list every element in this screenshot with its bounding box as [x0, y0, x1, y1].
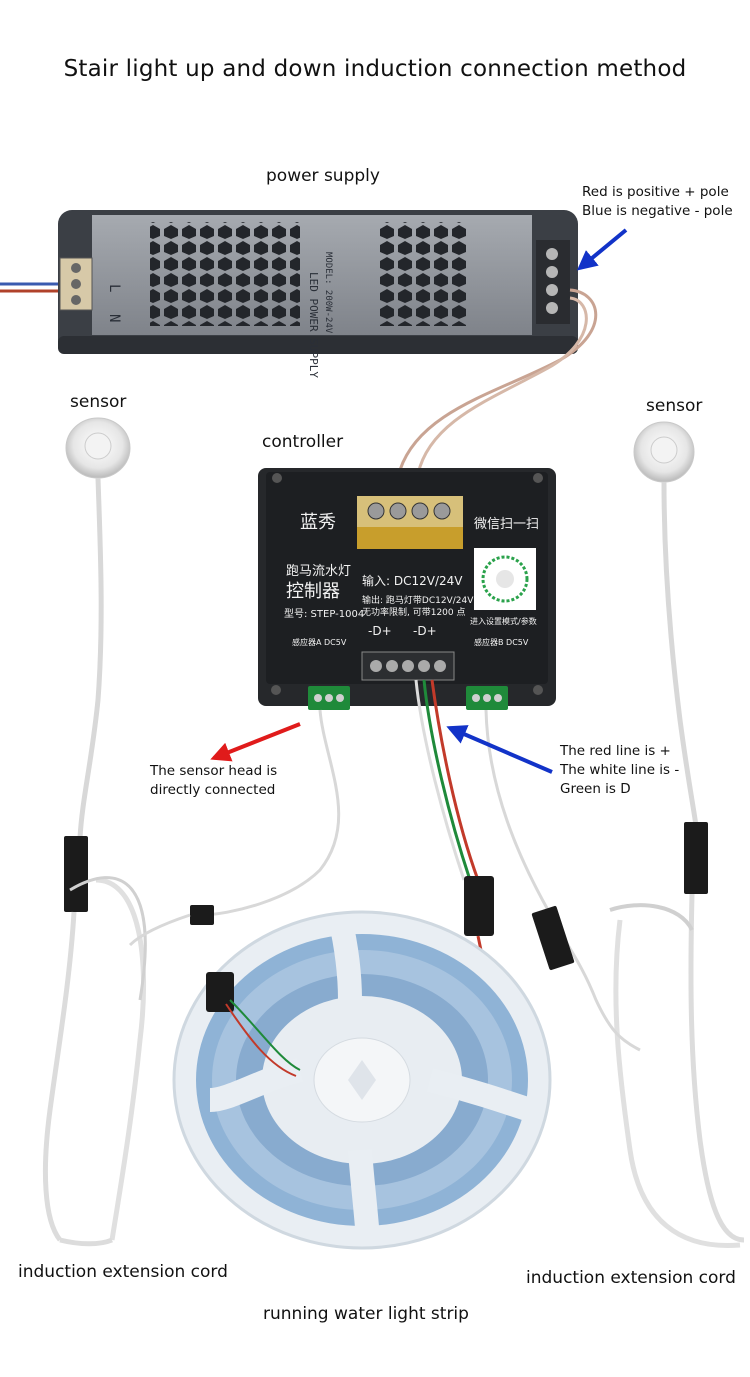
note-sensor-head-line-2: directly connected [150, 782, 276, 798]
controller-sensor-b-text: 感应器B DC5V [474, 637, 529, 647]
label-extension-right: induction extension cord [526, 1268, 736, 1288]
controller-name-text: 控制器 [286, 581, 340, 602]
note-wire-colors-line-3: Green is D [560, 781, 631, 797]
controller-output-text: 输出: 跑马灯带DC12V/24V [362, 594, 474, 606]
controller-sensor-a-text: 感应器A DC5V [292, 637, 347, 647]
controller-port-label: -D+ [368, 624, 392, 638]
label-sensor-right: sensor [646, 396, 703, 416]
controller-box: 蓝秀 跑马流水灯 控制器 型号: STEP-1004 输入: DC12V/24V… [258, 468, 556, 710]
psu-model-text: MODEL: 200W-24V [323, 252, 333, 334]
note-sensor-head-line-1: The sensor head is [150, 763, 278, 779]
note-sensor-head: The sensor head is directly connected [150, 762, 277, 800]
sensor-right [609, 421, 745, 1249]
note-wire-colors-line-1: The red line is + [560, 743, 671, 759]
arrow-red [210, 722, 301, 762]
controller-model-text: 型号: STEP-1004 [284, 607, 364, 620]
arrow-blue-polarity [576, 228, 628, 271]
label-extension-left: induction extension cord [18, 1262, 228, 1282]
psu-brand-text: LED POWER SUPPLY [307, 272, 320, 378]
psu-terminal-l: L [106, 284, 122, 292]
arrow-blue-wires [446, 725, 553, 774]
controller-scan-caption: 进入设置模式/参数 [470, 616, 537, 626]
label-sensor-left: sensor [70, 392, 127, 412]
note-wire-colors-line-2: The white line is - [560, 762, 680, 778]
note-polarity-line-1: Red is positive + pole [582, 184, 729, 200]
label-strip: running water light strip [263, 1304, 469, 1324]
controller-brand-text: 蓝秀 [300, 512, 336, 533]
controller-product-text: 跑马流水灯 [286, 564, 351, 579]
psu-terminal-n: N [106, 314, 122, 322]
controller-scan-text: 微信扫一扫 [474, 517, 539, 532]
controller-output-text-2: 无功率限制, 可带1200 点 [362, 606, 466, 618]
label-power-supply: power supply [266, 166, 380, 186]
note-polarity-line-2: Blue is negative - pole [582, 203, 733, 219]
sensor-left [42, 417, 147, 1247]
note-polarity: Red is positive + pole Blue is negative … [582, 183, 733, 221]
power-supply: LED POWER SUPPLY MODEL: 200W-24V N L [0, 210, 578, 378]
label-controller: controller [262, 432, 344, 452]
page-title: Stair light up and down induction connec… [63, 56, 687, 82]
note-wire-colors: The red line is + The white line is - Gr… [560, 742, 679, 799]
controller-input-text: 输入: DC12V/24V [362, 573, 463, 588]
controller-port-label-2: -D+ [413, 624, 437, 638]
led-strip-reel [172, 910, 552, 1250]
